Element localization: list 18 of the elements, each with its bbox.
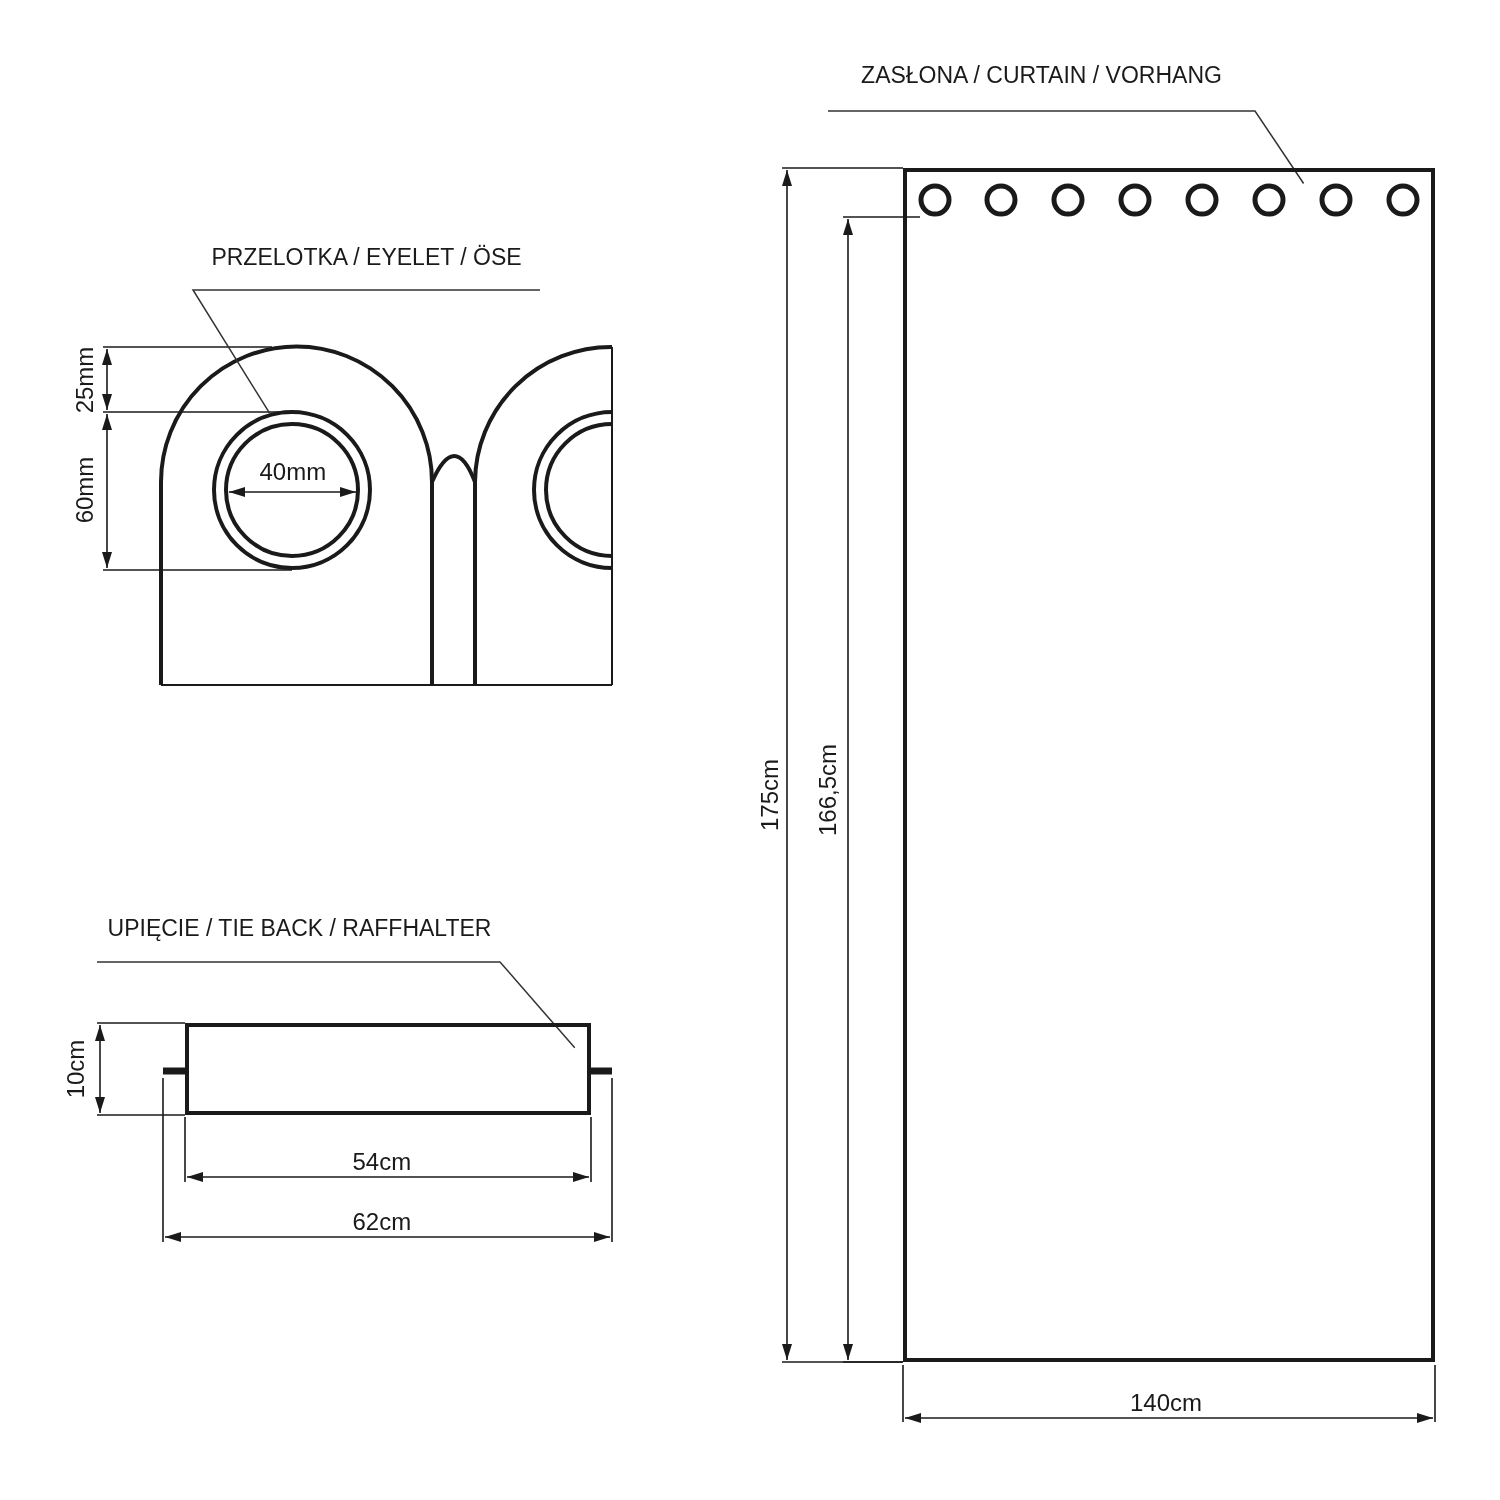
dimension-label: 166,5cm [816,743,841,837]
dimension-label: 10cm [63,1039,88,1099]
tie-back-band [185,1023,591,1115]
dimension-label: 140cm [1130,1391,1203,1415]
eyelet-ring [212,410,372,570]
dimension-label: 62cm [352,1210,412,1234]
leader-line [191,289,541,414]
dimension-label: 40mm [259,460,327,484]
dimension-label: 175cm [758,759,782,831]
part-label: ZASŁONA / CURTAIN / VORHANG [861,64,1222,87]
dimension-label: 54cm [352,1150,412,1174]
leader-line [96,961,576,1049]
part-label: UPIĘCIE / TIE BACK / RAFFHALTER [107,917,492,940]
leader-line [827,110,1305,185]
curtain-panel [903,168,1435,1362]
part-label: PRZELOTKA / EYELET / ÖSE [211,246,522,269]
dimension-label: 60mm [72,456,97,524]
dimension-label: 25mm [72,346,97,414]
